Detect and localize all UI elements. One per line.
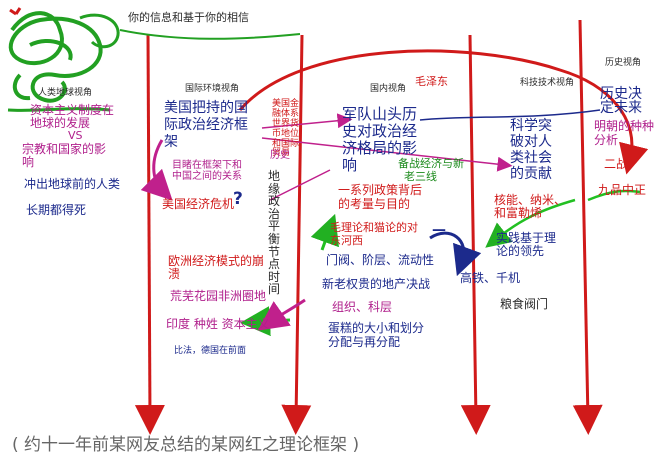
- cat-1: 毛理论和猫论的对: [330, 221, 418, 234]
- cat-2: 东河西: [330, 234, 363, 247]
- cake-1: 蛋糕的大小和划分: [328, 321, 425, 335]
- column-header-human: 人类地球视角: [38, 88, 93, 98]
- nuclear-2: 和富勒烯: [494, 206, 543, 220]
- fight-1: 备战经济与新: [398, 157, 464, 170]
- nine-text: 九品中正: [598, 183, 647, 197]
- us-frame-2: 际政治经济框: [164, 117, 248, 133]
- us-frame-1: 美国把持的国: [164, 100, 248, 116]
- hist-1: 历史决: [600, 86, 642, 102]
- magenta-link-1: [261, 113, 353, 129]
- mao-label: 毛泽东: [415, 75, 448, 88]
- history-tag: 历史: [270, 150, 290, 161]
- land-text: 新老权贵的地产决战: [322, 277, 431, 291]
- sci-4: 的贡献: [510, 166, 552, 182]
- column-line-2: [281, 34, 312, 435]
- death-text: 长期都得死: [26, 203, 87, 217]
- rush-text: 冲出地球前的人类: [24, 177, 121, 191]
- magenta-bracket: [140, 139, 173, 201]
- ming-2: 分析: [594, 133, 619, 147]
- green-arrow-3: [310, 213, 339, 251]
- column-line-3: [460, 34, 491, 435]
- column-line-1: [134, 34, 165, 435]
- eu-1: 欧洲经济模式的崩: [168, 254, 265, 268]
- sino-us-1: 目睹在框架下和: [172, 160, 242, 171]
- india-text: 印度 种姓 资本主义: [166, 317, 270, 331]
- policy-1: 一系列政策背后: [338, 183, 423, 197]
- column-header-international: 国际环境视角: [185, 84, 240, 94]
- sci-1: 科学突: [510, 118, 552, 134]
- capitalism-text-1: 资本主义制度在: [30, 103, 115, 117]
- green-arrow-2: [587, 189, 641, 202]
- sino-us-2: 中国之间的关系: [172, 171, 242, 182]
- dash-mark: —: [432, 222, 446, 238]
- religion-text-1: 宗教和国家的影: [22, 142, 107, 156]
- nuclear-1: 核能、纳米、: [494, 193, 567, 207]
- red-arc-arrow: [238, 49, 649, 175]
- top-bracket: [119, 29, 301, 40]
- rail-text: 高铁、千机: [460, 271, 521, 285]
- army-2: 史对政治经: [342, 122, 418, 140]
- sci-2: 破对人: [510, 134, 552, 150]
- gate-text: 门阀、阶层、流动性: [326, 253, 435, 267]
- magenta-link-2: [261, 137, 513, 172]
- religion-text-2: 响: [22, 155, 35, 169]
- caption: ( 约十一年前某网友总结的某网红之理论框架 ): [12, 435, 360, 455]
- red-dots: [9, 7, 22, 16]
- vs-text: VS: [68, 129, 83, 142]
- small-note: 美国金融体系世界货币地位和国际贸易: [272, 99, 300, 159]
- blue-curve-arrow: [429, 231, 482, 277]
- magenta-link-4: [419, 109, 601, 121]
- army-4: 响: [342, 156, 358, 174]
- question-mark: ?: [233, 189, 243, 209]
- army-3: 济格局的影: [342, 139, 418, 157]
- us-crisis: 美国经济危机: [162, 197, 235, 211]
- magenta-link-3: [269, 169, 331, 201]
- practice-1: 实践基于理: [496, 231, 557, 245]
- column-line-4: [572, 19, 603, 435]
- capitalism-text-2: 地球的发展: [30, 116, 91, 130]
- fight-2: 老三线: [404, 170, 437, 183]
- vertical-text: 地缘政治平衡节点时间: [268, 169, 281, 297]
- practice-2: 论的领先: [496, 244, 545, 258]
- green-scribble: [8, 11, 103, 103]
- ww2-text: 二战: [604, 157, 629, 171]
- magenta-arrow-5: [257, 298, 306, 331]
- green-scribble-2: [79, 13, 120, 49]
- compare-text: 比法，德国在前面: [174, 346, 247, 356]
- ming-1: 明朝的种种: [594, 119, 655, 133]
- sci-3: 类社会: [510, 150, 552, 166]
- grain-text: 粮食阀门: [500, 297, 549, 311]
- hist-2: 定未来: [600, 100, 642, 116]
- org-text: 组织、科层: [332, 300, 393, 314]
- policy-2: 的考量与目的: [338, 197, 411, 211]
- column-header-domestic: 国内视角: [370, 84, 407, 94]
- green-arrow-1: [485, 198, 576, 248]
- wasteland-text: 荒芜花园非洲圈地: [170, 289, 267, 303]
- column-header-tech: 科技技术视角: [520, 78, 575, 88]
- army-1: 军队山头历: [342, 105, 418, 123]
- us-frame-3: 架: [164, 134, 178, 150]
- eu-2: 溃: [168, 267, 181, 281]
- column-header-history: 历史视角: [605, 58, 642, 68]
- header-title: 你的信息和基于你的相信: [128, 11, 249, 24]
- cake-2: 分配与再分配: [328, 335, 401, 349]
- green-underline: [7, 107, 111, 112]
